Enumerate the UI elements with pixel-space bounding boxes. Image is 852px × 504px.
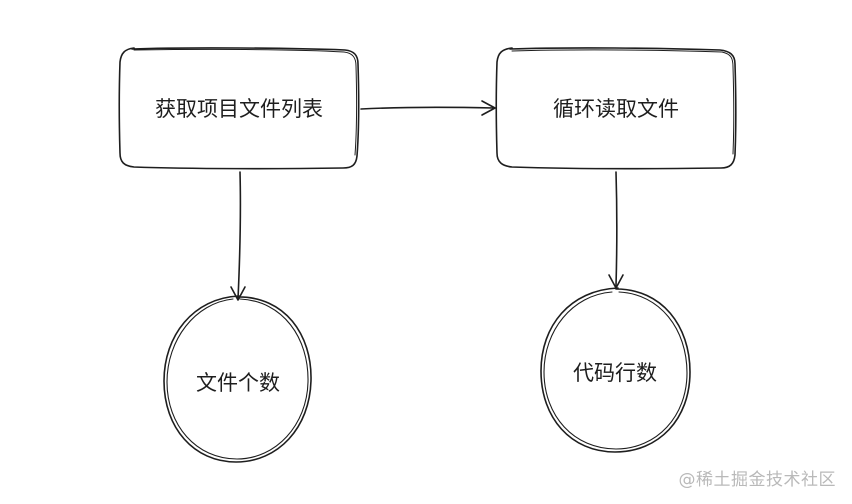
- node-code-line-count: 代码行数: [540, 287, 691, 453]
- node-file-count: 文件个数: [163, 295, 312, 463]
- node-loop-read-files-label: 循环读取文件: [553, 97, 679, 121]
- edge-loop-to-code-lines-line: [615, 171, 618, 287]
- node-file-count-label: 文件个数: [196, 371, 280, 395]
- edge-list-to-file-count: [230, 171, 246, 301]
- node-get-file-list-label: 获取项目文件列表: [155, 97, 323, 121]
- node-code-line-count-label: 代码行数: [573, 361, 657, 385]
- node-loop-read-files-shape-trace: [511, 49, 735, 155]
- node-get-file-list-shape-trace: [133, 48, 358, 156]
- node-get-file-list: 获取项目文件列表: [118, 47, 360, 170]
- node-code-line-count-shape-trace: [543, 291, 688, 450]
- node-get-file-list-shape: [118, 47, 360, 170]
- edge-list-to-loop-arrowhead: [481, 100, 496, 116]
- edge-list-to-file-count-line: [237, 171, 242, 300]
- node-file-count-shape: [163, 295, 312, 463]
- edge-list-to-loop: [360, 100, 496, 116]
- edge-loop-to-code-lines-arrowhead: [608, 274, 624, 289]
- edge-list-to-loop-line: [360, 106, 495, 110]
- node-code-line-count-shape: [540, 287, 691, 453]
- node-loop-read-files: 循环读取文件: [495, 47, 737, 170]
- watermark: @稀土掘金技术社区: [678, 470, 836, 490]
- node-file-count-shape-trace: [166, 298, 309, 460]
- edge-loop-to-code-lines: [608, 171, 624, 289]
- edge-list-to-file-count-arrowhead: [230, 286, 246, 301]
- node-loop-read-files-shape: [495, 47, 737, 170]
